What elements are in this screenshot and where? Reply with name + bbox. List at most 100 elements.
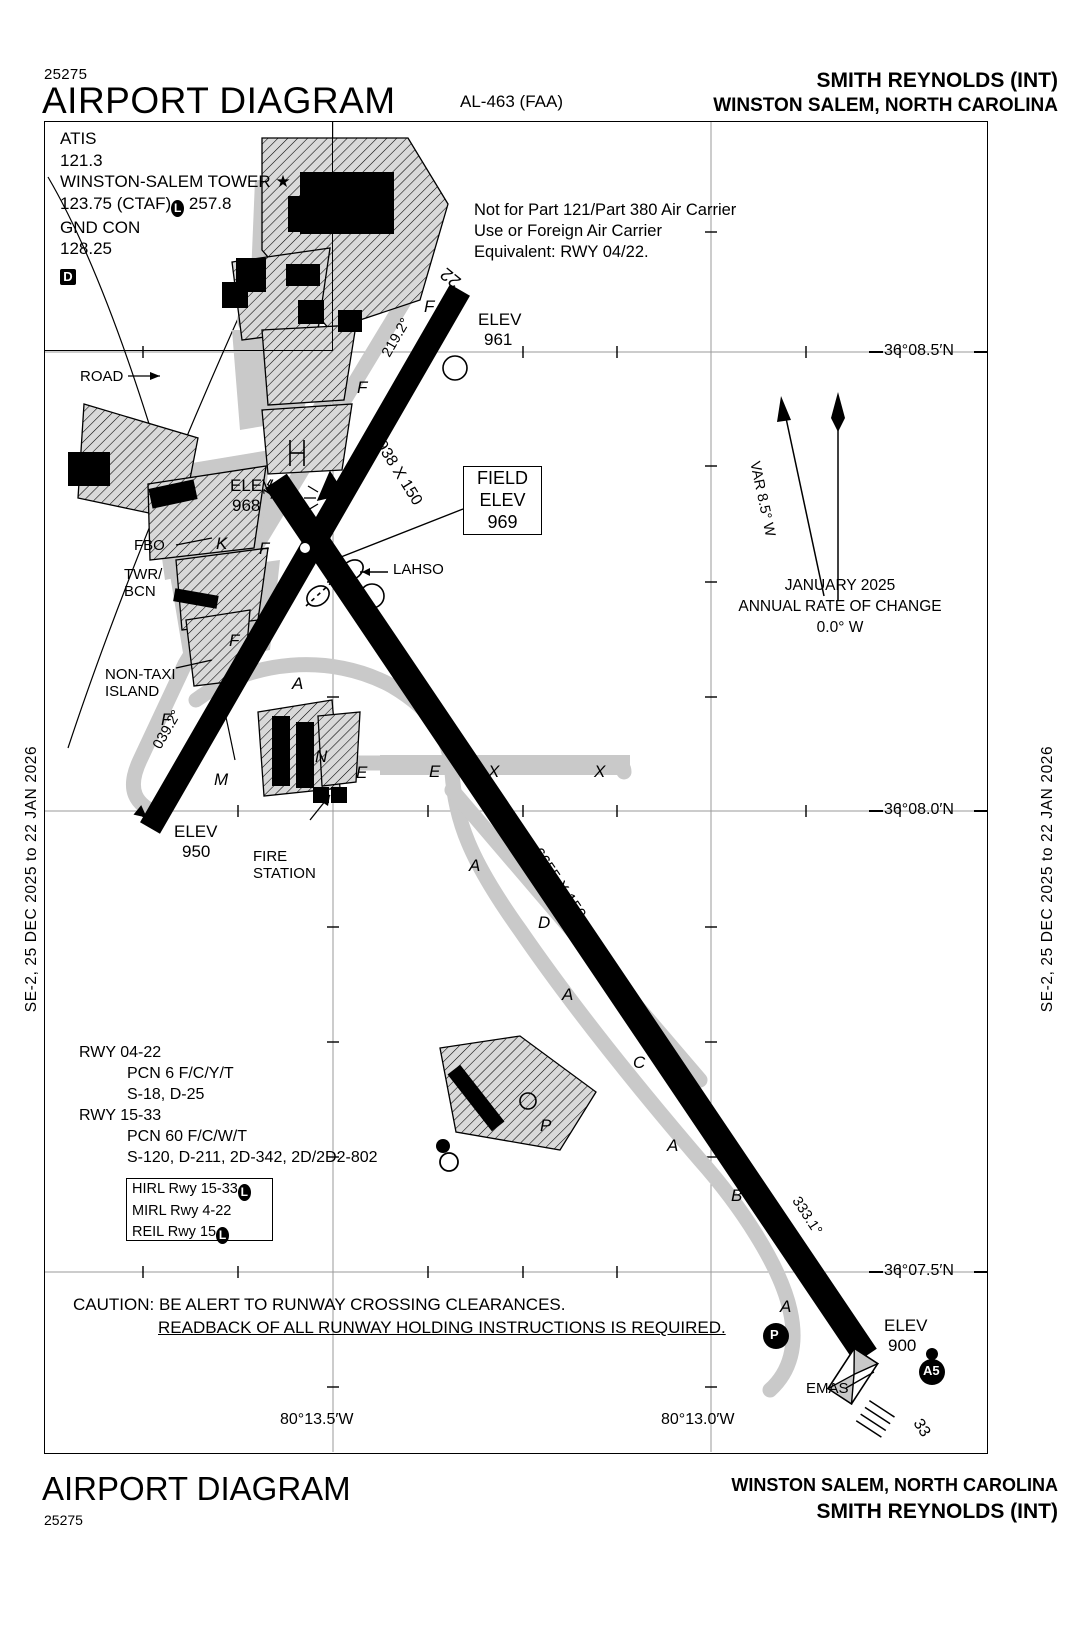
parking-badge-icon: P <box>770 1327 779 1342</box>
atis-frequency: 121.3 <box>60 150 103 170</box>
note-line-2: Use or Foreign Air Carrier <box>474 222 662 240</box>
longitude-left: 80°13.5′W <box>280 1411 354 1428</box>
fbo-label: FBO <box>134 537 165 554</box>
rwy-15-33-strength: S-120, D-211, 2D-342, 2D/2D2-802 <box>127 1149 378 1166</box>
rwy-22-elev-value: 961 <box>484 330 513 349</box>
annual-rate-label: ANNUAL RATE OF CHANGE <box>738 598 942 615</box>
taxiway-label-f-0: F <box>424 297 435 316</box>
ground-control-frequency: 128.25 <box>60 239 112 258</box>
taxiway-label-a-8: A <box>292 674 304 693</box>
taxiway-label-a-20: A <box>780 1297 792 1316</box>
atis-label: ATIS <box>60 129 97 148</box>
rwy-22-elev-label: ELEV <box>478 310 522 329</box>
taxiway-label-a-13: A <box>469 856 481 875</box>
field-elev-value: 969 <box>487 512 518 532</box>
city-state-header: WINSTON SALEM, NORTH CAROLINA <box>713 95 1058 116</box>
emas-label: EMAS <box>806 1380 849 1397</box>
reil-label: REIL Rwy 15 <box>132 1223 217 1240</box>
hirl-pcl-icon: L <box>237 1184 251 1201</box>
rwy-15-33-pcn: PCN 60 F/C/W/T <box>127 1128 248 1145</box>
mirl-label: MIRL Rwy 4-22 <box>132 1203 232 1219</box>
taxiway-label-n-7: N <box>315 747 328 766</box>
note-line-3: Equivalent: RWY 04/22. <box>474 243 649 261</box>
taxiway-label-a-18: A <box>667 1136 679 1155</box>
communications-box <box>44 121 333 351</box>
tower-frequency-row: 123.75 (CTAF)L 257.8 <box>60 193 291 217</box>
pilot-controlled-lighting-icon: L <box>171 199 185 217</box>
latitude-top: 36°08.5′N <box>884 342 954 359</box>
taxiway-label-d-14: D <box>538 913 551 932</box>
rwy-04-22-strength: S-18, D-25 <box>127 1086 205 1103</box>
ground-control-label: GND CON <box>60 217 141 237</box>
comm-text-block: ATIS 121.3 WINSTON-SALEM TOWER ★ 123.75 … <box>60 128 291 285</box>
tower-uhf-frequency: 257.8 <box>188 193 232 213</box>
taxiway-label-k-5: K <box>216 534 228 553</box>
chart-number-top: 25275 <box>44 66 88 83</box>
note-line-1: Not for Part 121/Part 380 Air Carrier <box>474 201 737 219</box>
road-label: ROAD <box>80 368 124 385</box>
lahso-label: LAHSO <box>393 561 444 578</box>
taxiway-label-e-9: E <box>356 763 368 782</box>
rwy-04-elev-value: 950 <box>182 842 211 861</box>
page-title: AIRPORT DIAGRAM <box>42 80 396 121</box>
field-elevation-box: FIELD ELEV 969 <box>463 466 542 535</box>
latitude-mid: 36°08.0′N <box>884 801 954 818</box>
air-carrier-note: Not for Part 121/Part 380 Air Carrier Us… <box>474 200 736 263</box>
lat-tick-mid <box>869 810 883 812</box>
rwy-04-22-heading: RWY 04-22 <box>79 1044 162 1061</box>
airport-name-footer: SMITH REYNOLDS (INT) <box>816 1500 1059 1523</box>
taxiway-label-f-4: F <box>161 710 172 729</box>
taxiway-label-c-16: C <box>633 1053 646 1072</box>
caution-line-1: CAUTION: BE ALERT TO RUNWAY CROSSING CLE… <box>73 1295 566 1314</box>
rwy-33-elev-value: 900 <box>888 1336 917 1355</box>
page-title-footer: AIRPORT DIAGRAM <box>42 1470 351 1507</box>
field-elev-label-2: ELEV <box>479 490 526 510</box>
rwy-15-elev-label: ELEV <box>230 476 274 495</box>
lat-tick-bot-r <box>974 1271 988 1273</box>
reil-pcl-icon: L <box>216 1226 230 1244</box>
tower-label: WINSTON-SALEM TOWER ★ <box>60 172 291 191</box>
latitude-bottom: 36°07.5′N <box>884 1262 954 1279</box>
field-elev-label-1: FIELD <box>476 468 528 488</box>
taxiway-label-f-2: F <box>259 539 270 558</box>
airport-name-header: SMITH REYNOLDS (INT) <box>816 69 1059 92</box>
faa-chart-code: AL-463 (FAA) <box>460 92 563 111</box>
pavement-strength-block: RWY 04-22 PCN 6 F/C/Y/T S-18, D-25 RWY 1… <box>79 1042 378 1168</box>
datis-icon: D <box>60 268 76 285</box>
taxiway-label-m-6: M <box>214 770 229 789</box>
lat-tick-bot <box>869 1271 883 1273</box>
lat-tick-top-r <box>974 351 988 353</box>
tower-beacon-label: TWR/BCN <box>124 566 163 600</box>
caution-line-2: READBACK OF ALL RUNWAY HOLDING INSTRUCTI… <box>158 1318 726 1337</box>
tower-frequency: 123.75 (CTAF) <box>60 193 172 213</box>
taxiway-label-x-12: X <box>594 762 606 781</box>
longitude-right: 80°13.0′W <box>661 1411 735 1428</box>
annual-rate-value: 0.0° W <box>816 619 864 636</box>
chart-number-footer: 25275 <box>44 1512 83 1528</box>
taxiway-label-b-19: B <box>731 1186 743 1205</box>
city-state-footer: WINSTON SALEM, NORTH CAROLINA <box>731 1475 1058 1495</box>
variation-date: JANUARY 2025 <box>784 577 896 594</box>
hirl-label: HIRL Rwy 15-33 <box>132 1181 238 1197</box>
lat-tick-top <box>869 351 883 353</box>
rwy-04-22-pcn: PCN 6 F/C/Y/T <box>127 1065 234 1082</box>
taxiway-label-f-1: F <box>357 378 368 397</box>
arff-badge-icon: A5 <box>923 1363 940 1378</box>
rwy-15-elev-value: 968 <box>232 496 261 515</box>
lat-tick-mid-r <box>974 810 988 812</box>
taxiway-label-a-15: A <box>562 985 574 1004</box>
taxiway-label-p-17: P <box>540 1116 552 1135</box>
rwy-15-33-heading: RWY 15-33 <box>79 1107 162 1124</box>
rwy-33-elev-label: ELEV <box>884 1316 928 1335</box>
taxiway-label-e-10: E <box>429 762 441 781</box>
taxiway-label-x-11: X <box>488 762 500 781</box>
d-atis-badge-row: D <box>60 263 291 285</box>
taxiway-label-f-3: F <box>229 631 240 650</box>
